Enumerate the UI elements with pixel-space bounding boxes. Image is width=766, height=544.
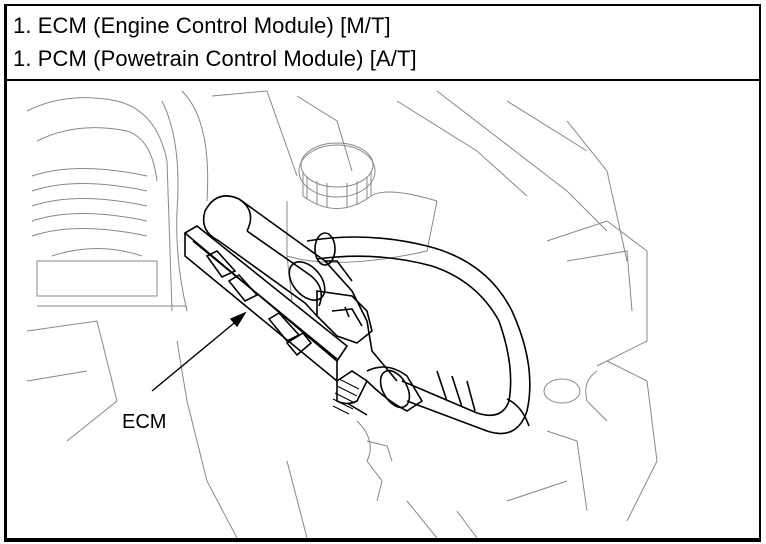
caption-line-ecm: 1. ECM (Engine Control Module) [M/T] [13,13,391,38]
line-drawing [26,90,658,538]
engine-bay-illustration: ECM [7,81,759,538]
caption-box: 1. ECM (Engine Control Module) [M/T] 1. … [7,6,759,81]
caption-line-pcm: 1. PCM (Powetrain Control Module) [A/T] [13,46,417,71]
callout-label-ecm: ECM [122,411,167,433]
document-frame: 1. ECM (Engine Control Module) [M/T] 1. … [4,4,761,542]
